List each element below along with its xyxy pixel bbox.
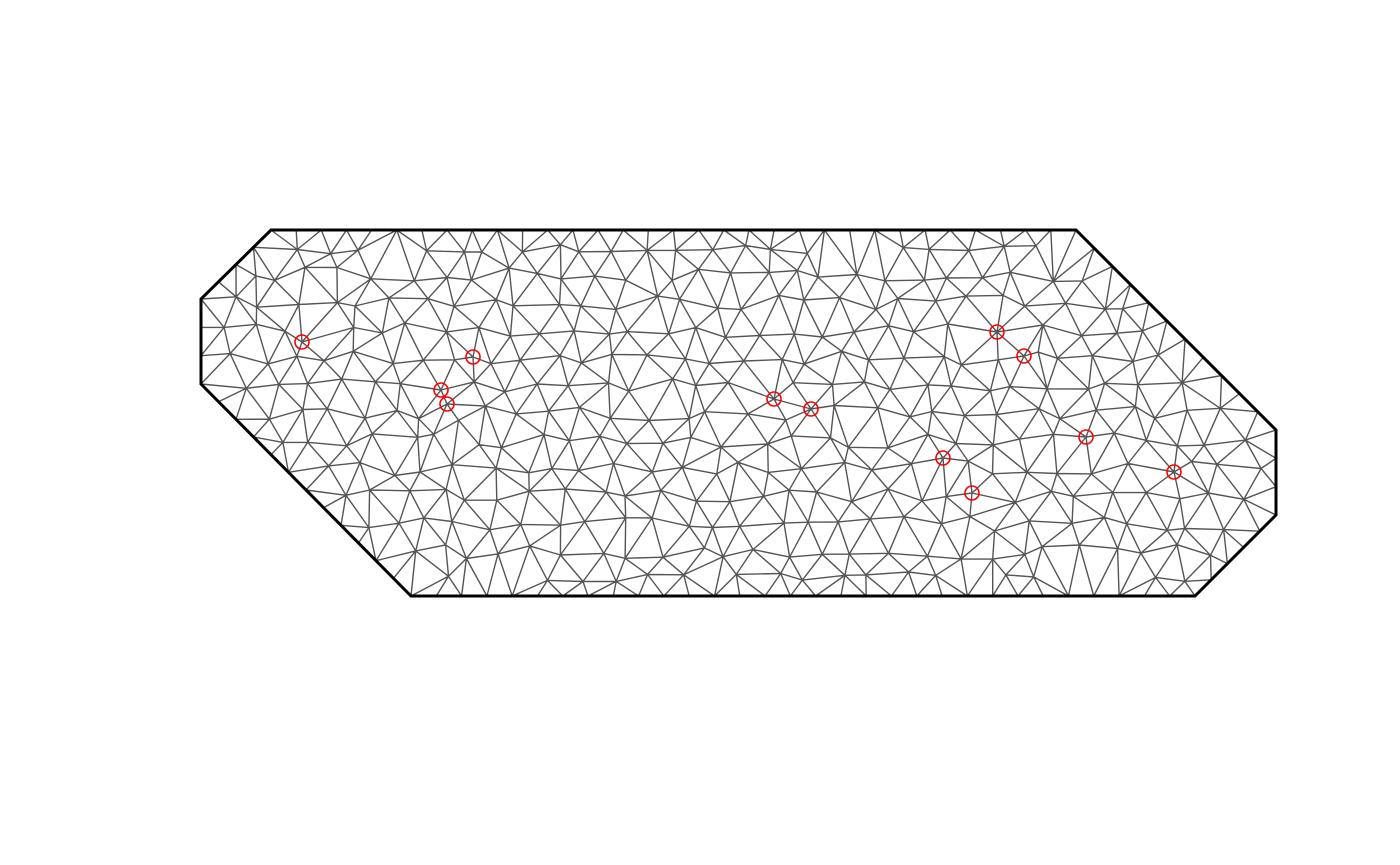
mesh-edge-lines (200, 229, 1277, 597)
observation-point (989, 324, 1005, 340)
observation-point (803, 401, 819, 417)
observation-points (294, 324, 1182, 501)
mesh-boundary (199, 228, 1278, 598)
observation-point (766, 391, 782, 407)
observation-point (935, 450, 951, 466)
observation-point (465, 349, 481, 365)
observation-point (1078, 429, 1094, 445)
observation-point (964, 485, 980, 501)
observation-point (439, 396, 455, 412)
observation-point (433, 382, 449, 398)
observation-point (1016, 348, 1032, 364)
mesh-edges (200, 229, 1277, 597)
observation-point (1166, 464, 1182, 480)
observation-point (294, 334, 310, 350)
